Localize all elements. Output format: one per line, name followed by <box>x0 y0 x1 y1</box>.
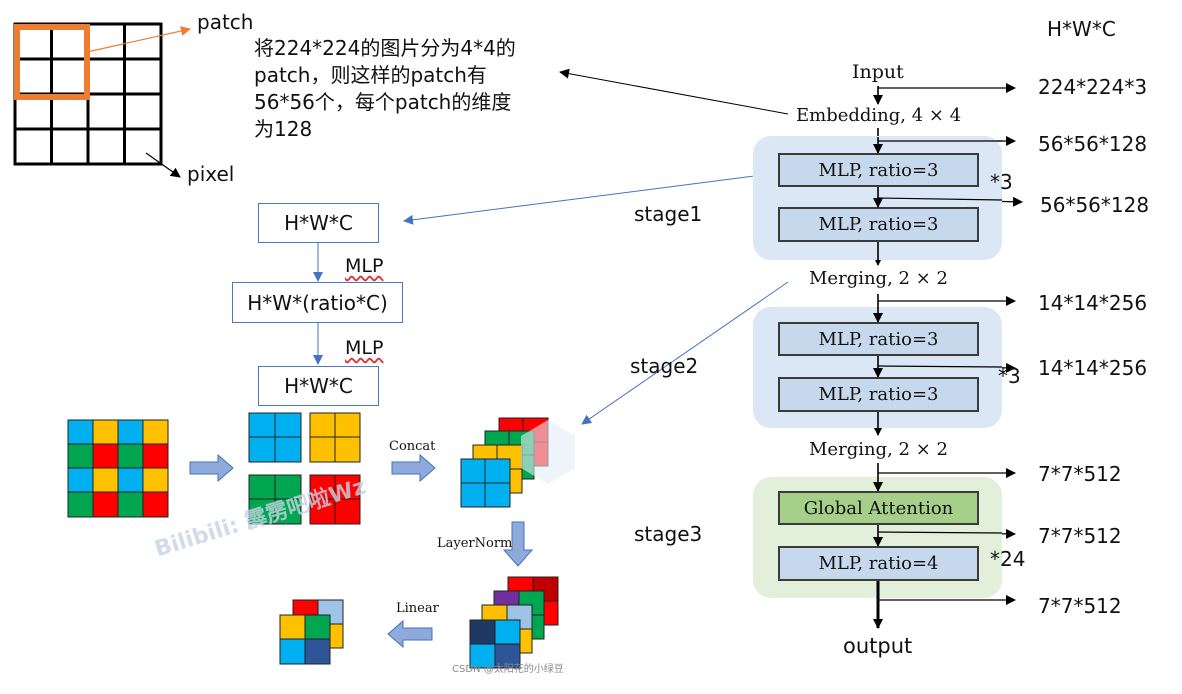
embedding-label: Embedding, 4 × 4 <box>796 105 962 126</box>
dim-stage3-mid: 7*7*512 <box>1038 524 1122 548</box>
patch-pointer-arrow <box>86 26 191 53</box>
split-grid-red <box>309 474 361 525</box>
flow-box-output: H*W*C <box>258 366 379 406</box>
patch-label: patch <box>197 10 254 34</box>
block-arrow-left <box>387 619 433 649</box>
embedding-to-note-arrow <box>559 68 789 115</box>
layernorm-label: LayerNorm <box>437 536 513 551</box>
note-line-3: 56*56个，每个patch的维度 <box>254 90 512 114</box>
dim-stage2: 14*14*256 <box>1038 356 1148 380</box>
layernorm-stack <box>469 576 559 669</box>
mlp-to-flow-arrow <box>403 172 779 225</box>
dim-merging2: 7*7*512 <box>1038 462 1122 486</box>
linear-output-stack <box>279 599 344 665</box>
merging-to-illustration-arrow <box>581 281 789 425</box>
output-label: output <box>843 634 913 658</box>
input-4x4-grid <box>67 419 169 518</box>
note-line-4: 为128 <box>254 117 313 141</box>
patch-description-note: 将224*224的图片分为4*4的 patch，则这样的patch有 56*56… <box>254 35 584 143</box>
flow-mlp-label-1: MLP <box>345 255 384 277</box>
stage3-mlp-block: MLP, ratio=4 <box>778 546 979 581</box>
note-line-1: 将224*224的图片分为4*4的 <box>254 36 516 60</box>
flow-box-input: H*W*C <box>258 203 379 243</box>
split-grid-blue <box>248 412 302 463</box>
stage2-mlp-block-1: MLP, ratio=3 <box>778 322 979 356</box>
dim-output: 7*7*512 <box>1038 594 1122 618</box>
dim-input: 224*224*3 <box>1038 75 1148 99</box>
stage1-label: stage1 <box>634 202 703 226</box>
pixel-pointer-arrow <box>145 152 181 178</box>
stage3-label: stage3 <box>634 522 703 546</box>
block-arrow-right-2 <box>391 453 436 483</box>
stage2-repeat: *3 <box>998 364 1021 388</box>
patch-highlight <box>14 24 90 100</box>
stage3-repeat: *24 <box>990 547 1026 571</box>
linear-label: Linear <box>396 601 439 616</box>
flow-box-expanded: H*W*(ratio*C) <box>232 282 403 323</box>
dim-embedding: 56*56*128 <box>1038 132 1148 156</box>
stage1-repeat: *3 <box>990 170 1013 194</box>
dim-merging1: 14*14*256 <box>1038 291 1148 315</box>
concat-label: Concat <box>389 439 436 454</box>
pixel-label: pixel <box>187 162 235 186</box>
note-line-2: patch，则这样的patch有 <box>254 63 487 87</box>
block-arrow-right-1 <box>189 453 234 483</box>
stage2-label: stage2 <box>630 354 699 378</box>
stage1-mlp-block-1: MLP, ratio=3 <box>778 153 979 187</box>
dimension-header: H*W*C <box>1047 17 1116 41</box>
stage3-attention-block: Global Attention <box>778 491 979 525</box>
flow-mlp-label-2: MLP <box>345 337 384 359</box>
split-grid-yellow <box>309 412 361 463</box>
merging-label-2: Merging, 2 × 2 <box>809 439 948 460</box>
input-label: Input <box>852 61 904 83</box>
watermark-logo <box>521 420 575 484</box>
stage1-mlp-block-2: MLP, ratio=3 <box>778 207 979 242</box>
stage2-mlp-block-2: MLP, ratio=3 <box>778 377 979 412</box>
merging-label-1: Merging, 2 × 2 <box>809 268 948 289</box>
block-arrow-down <box>502 521 534 567</box>
dim-stage1: 56*56*128 <box>1040 193 1150 217</box>
split-grid-green <box>248 474 302 525</box>
csdn-watermark: CSDN @太阳花的小绿豆 <box>452 664 564 675</box>
